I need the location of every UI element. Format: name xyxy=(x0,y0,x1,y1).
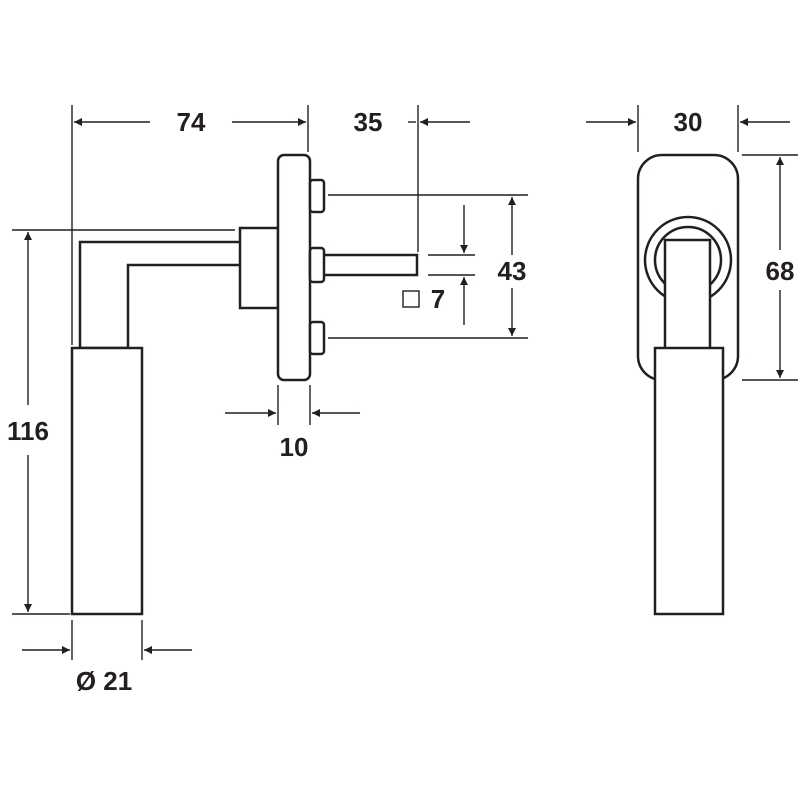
lever-neck-front xyxy=(663,238,712,362)
dim-43-label: 43 xyxy=(498,256,527,286)
front-view xyxy=(636,153,740,616)
dim-7-label: 7 xyxy=(431,284,445,314)
dim-116-label: 116 xyxy=(7,416,49,446)
dimension-labels: 74 35 10 43 7 116 Ø 21 30 68 xyxy=(7,107,794,696)
dim-10-label: 10 xyxy=(280,432,309,462)
dim-35-label: 35 xyxy=(354,107,383,137)
screw-middle xyxy=(308,246,326,284)
lever-arm xyxy=(78,240,247,350)
dim-68-label: 68 xyxy=(766,256,795,286)
screw-top xyxy=(308,178,326,214)
square-symbol xyxy=(402,290,420,308)
lever-grip xyxy=(70,346,144,616)
dimension-lines xyxy=(12,105,798,660)
dim-30-label: 30 xyxy=(674,107,703,137)
lever-boss xyxy=(238,226,280,310)
lever-grip-front xyxy=(653,346,725,616)
dim-21-label: Ø 21 xyxy=(76,666,132,696)
spindle xyxy=(308,253,419,277)
side-view xyxy=(70,153,419,616)
screw-bottom xyxy=(308,320,326,356)
dim-74-label: 74 xyxy=(177,107,206,137)
rose-plate xyxy=(276,153,312,382)
